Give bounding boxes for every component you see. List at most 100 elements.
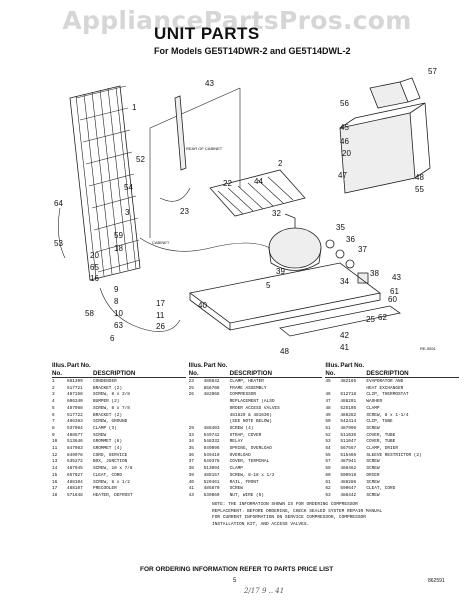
row-illus-no: 61 — [325, 479, 331, 485]
row-description: WASHER — [366, 399, 383, 405]
callout-label: 37 — [358, 245, 367, 254]
row-description: HEATER, DEFROST — [93, 492, 133, 498]
row-illus-no: 45 — [325, 379, 331, 384]
row-illus-no: 59 — [325, 466, 331, 472]
row-illus-no: 18 — [52, 492, 58, 498]
row-illus-no: 25 — [188, 385, 194, 391]
table-row: HEAT EXCHANGER — [325, 386, 462, 393]
row-illus-no — [189, 413, 204, 420]
row-part-no — [204, 413, 230, 420]
row-illus-no: 39 — [188, 472, 194, 478]
callout-label: 5 — [266, 281, 271, 290]
row-description: SCREW — [366, 492, 380, 498]
row-description: RAIL, FRONT — [229, 479, 259, 485]
row-illus-no — [189, 419, 204, 426]
callout-label: 35 — [336, 223, 345, 232]
document-code: 862591 — [428, 578, 445, 584]
row-part-no: 517721 — [67, 385, 83, 391]
row-part-no — [204, 419, 230, 426]
row-part-no: 488104 — [67, 479, 83, 485]
row-illus-no: 16 — [52, 479, 58, 485]
row-description: NUT, WIRE (5) — [229, 492, 264, 498]
row-description: (SEE NOTE BELOW) — [229, 419, 272, 425]
row-description: CONDENSER — [93, 379, 117, 384]
row-illus-no: 11 — [52, 446, 58, 452]
row-description: SCREW — [93, 432, 107, 438]
row-part-no: 530860 — [203, 492, 220, 498]
cabinet-label: CABINET — [152, 240, 170, 245]
row-illus-no: 9 — [52, 432, 55, 438]
row-illus-no: 13 — [52, 459, 58, 465]
diagram-ref-code: RE-5591 — [420, 346, 437, 351]
row-part-no: 548332 — [203, 439, 220, 445]
row-illus-no — [325, 386, 340, 393]
row-description: SCREW, 8 x 1/2 — [93, 479, 130, 485]
row-description: SCREW, 8 x 7/8 — [93, 405, 130, 411]
row-illus-no: 63 — [325, 492, 331, 498]
callout-label: 58 — [85, 309, 94, 318]
row-illus-no: 52 — [325, 432, 331, 438]
row-description: CLAMP — [229, 466, 243, 472]
row-illus-no: 33 — [188, 432, 194, 438]
row-part-no: 485870 — [203, 486, 220, 492]
row-illus-no: 53 — [325, 439, 331, 445]
row-part-no: 482165 — [340, 379, 357, 384]
row-description: CLEAT, CORD — [93, 472, 122, 478]
callout-label: 17 — [156, 299, 165, 308]
row-part-no: 487941 — [340, 459, 357, 465]
row-part-no: 849096 — [203, 446, 220, 452]
callout-label: 32 — [272, 209, 281, 218]
row-description: GROMMET (4) — [93, 446, 122, 452]
callout-label: 48 — [280, 347, 289, 356]
table-row: 481829 & 481630) — [189, 413, 326, 420]
row-description: SCREW, 8-18 x 1/2 — [229, 472, 275, 478]
row-illus-no: 4 — [52, 399, 55, 405]
table-row: REPLACEMENT (ALSO — [189, 399, 326, 406]
callout-label: 36 — [346, 235, 355, 244]
row-description: BRACKET (2) — [93, 385, 122, 391]
callout-label: 18 — [114, 244, 123, 253]
row-description: SCREW, GROUND — [93, 419, 128, 425]
compressor-drawing — [268, 213, 369, 284]
row-description: SCREW — [366, 466, 380, 472]
header-part-no: Part No. — [203, 362, 228, 369]
row-illus-no: 29 — [188, 425, 194, 431]
row-part-no: 537084 — [67, 425, 83, 431]
rear-of-cabinet-label: REAR OF CABINET — [186, 146, 223, 151]
callout-label: 3 — [125, 208, 130, 217]
row-part-no: 512718 — [340, 392, 357, 398]
row-part-no: 606340 — [67, 399, 83, 405]
row-part-no: 513646 — [67, 439, 83, 445]
header-illus-no: Illus. No. — [325, 362, 340, 377]
row-part-no: 549410 — [203, 452, 220, 458]
callout-label: 42 — [340, 331, 349, 340]
row-illus-no: 50 — [325, 419, 331, 425]
row-description: BOX, JUNCTION — [93, 459, 128, 465]
row-part-no: 511047 — [340, 439, 357, 445]
row-part-no: 488577 — [67, 432, 83, 438]
row-illus-no: 41 — [188, 486, 194, 492]
callout-label: 34 — [340, 277, 349, 286]
row-part-no: 520461 — [203, 479, 220, 485]
row-illus-no: 7 — [52, 419, 55, 425]
callout-label: 57 — [428, 67, 437, 76]
row-illus-no: 14 — [52, 466, 58, 472]
row-description: SCREW, 8 x 1-1/4 — [366, 412, 409, 418]
callout-label: 39 — [276, 267, 285, 276]
row-description: STRAP, COVER — [229, 432, 262, 438]
callout-label: 11 — [156, 311, 165, 320]
